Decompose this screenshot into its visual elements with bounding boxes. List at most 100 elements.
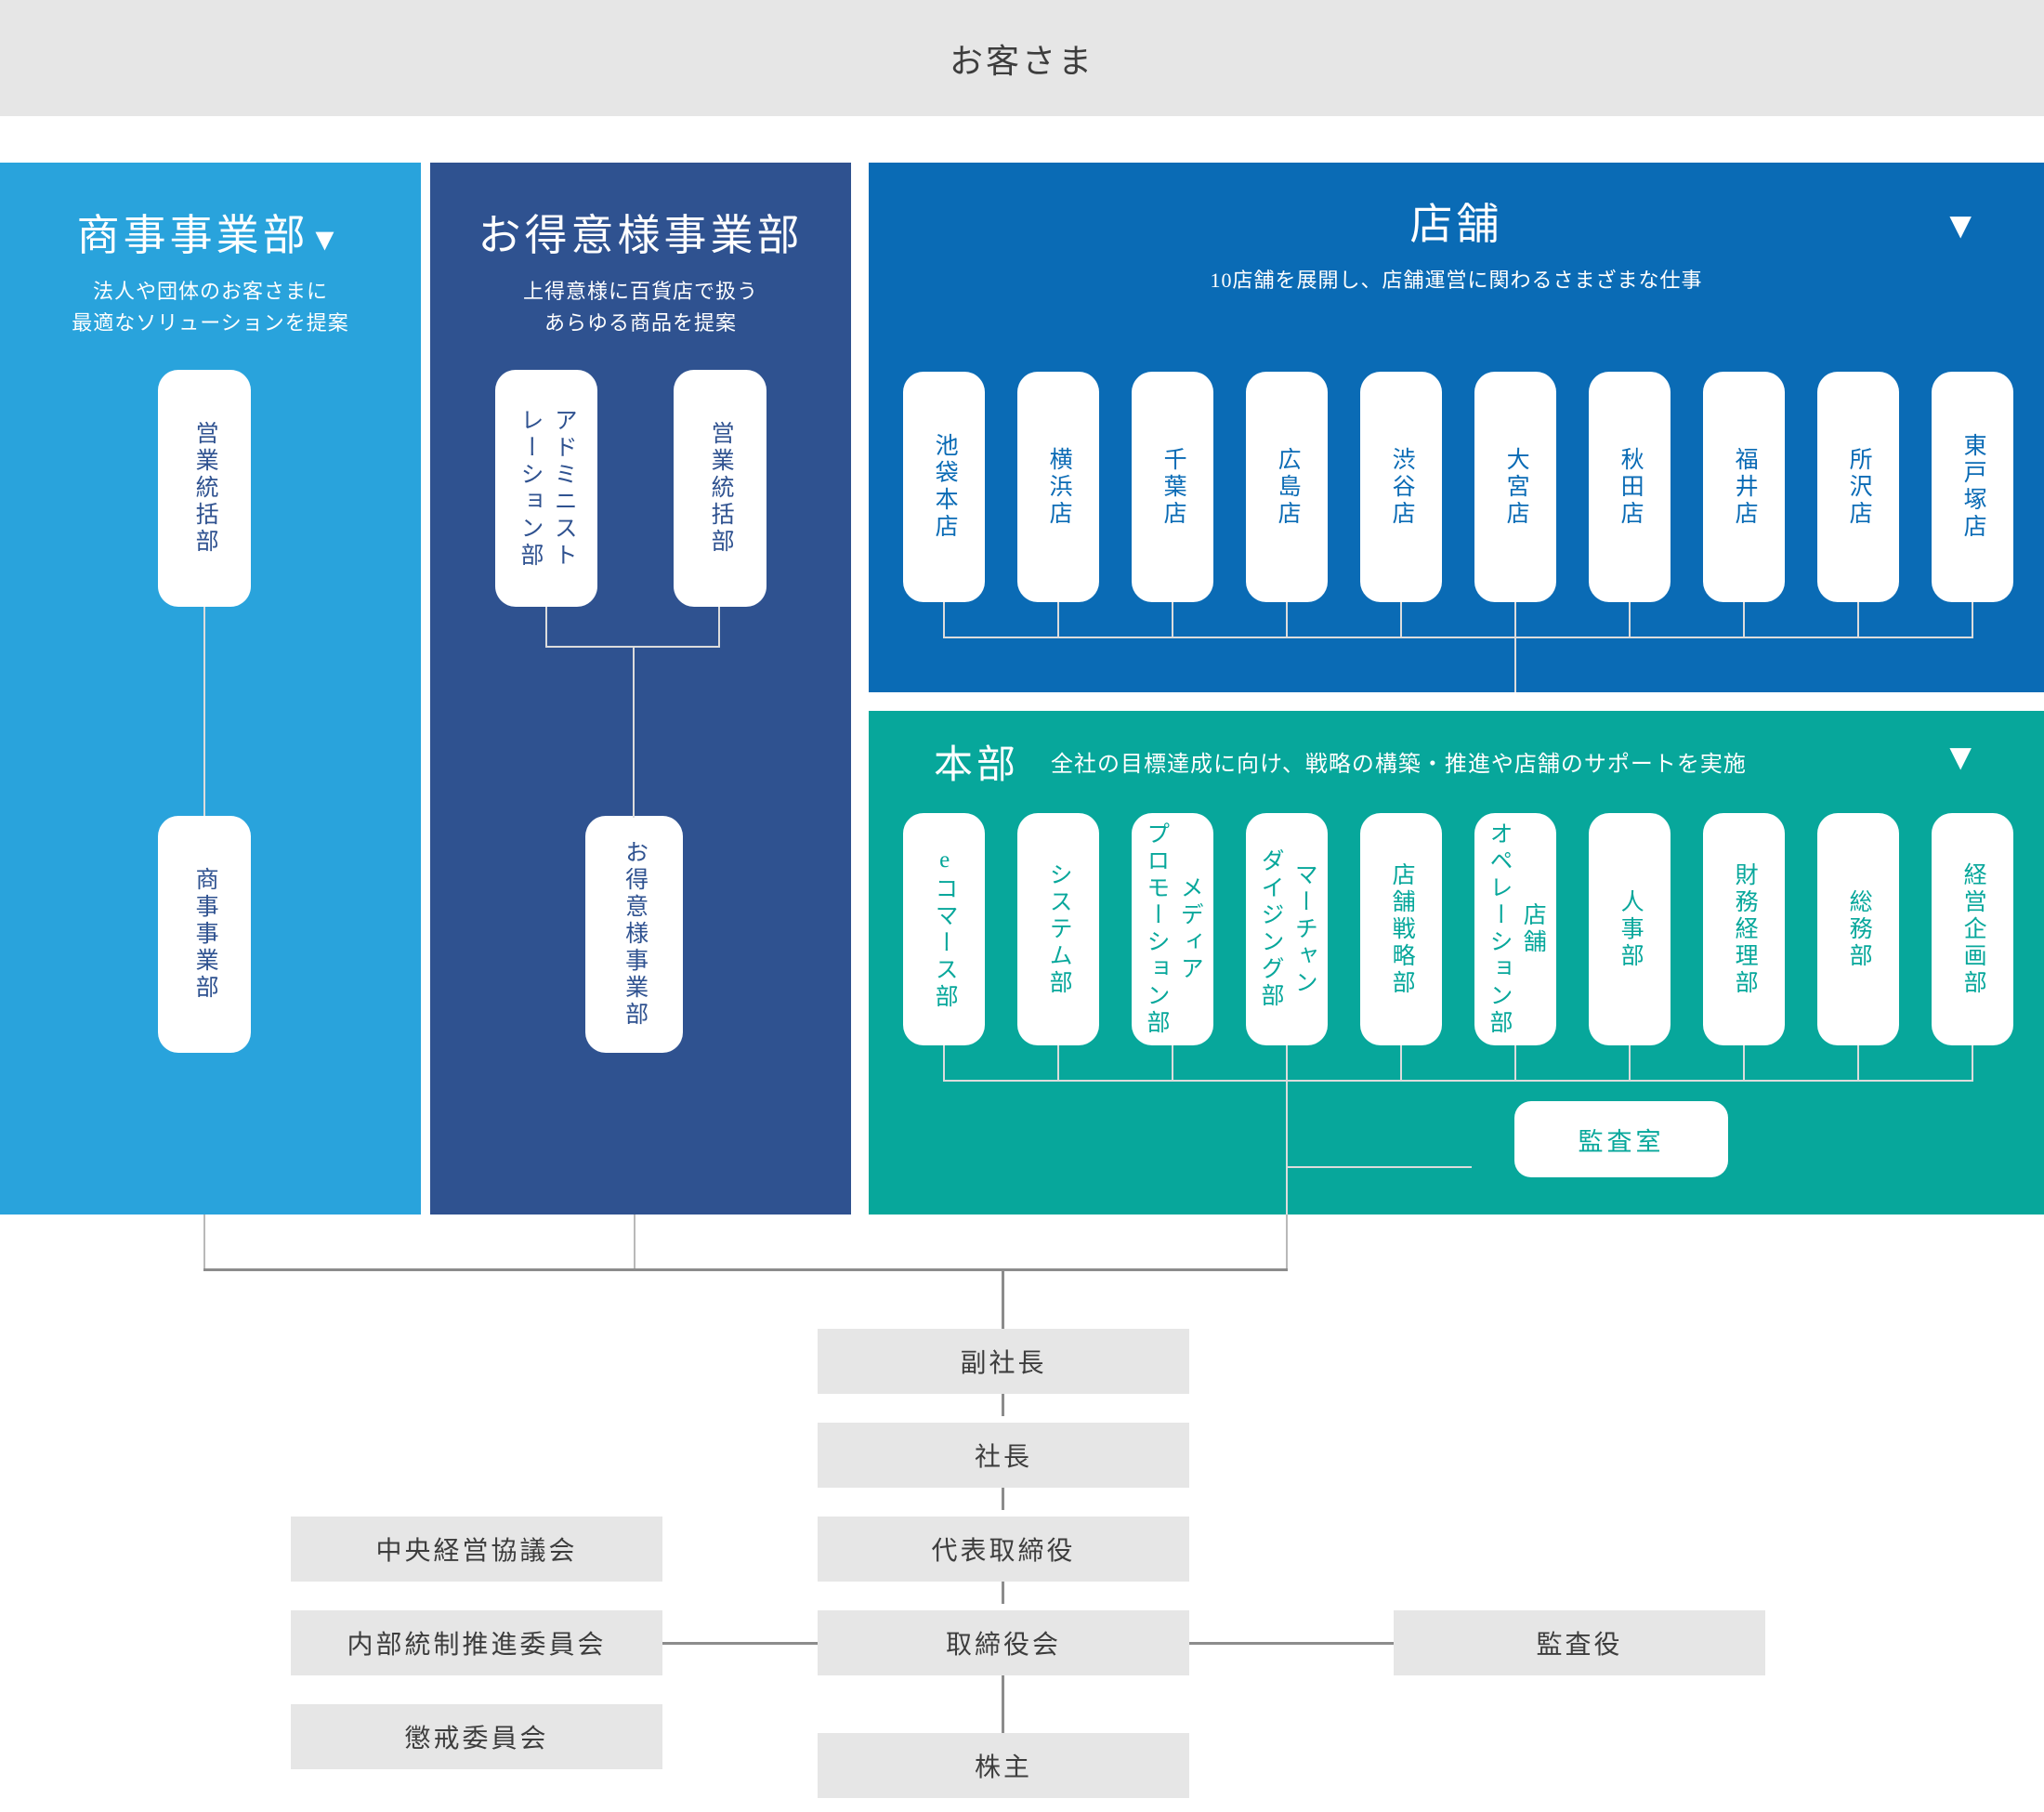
honbu-title: 本部 <box>934 744 1020 787</box>
connector-honbu-drop <box>1286 1215 1288 1270</box>
honbu-header: 本部 全社の目標達成に向け、戦略の構築・推進や店舗のサポートを実施 ▼ <box>869 733 2044 790</box>
department-card[interactable]: eコマース部 <box>903 813 985 1045</box>
connector-main-bus <box>203 1268 1288 1271</box>
box-central-management-council[interactable]: 中央経営協議会 <box>291 1517 662 1582</box>
shoji-header: 商事事業部▼ 法人や団体のお客さまに 最適なソリューションを提案 <box>0 202 421 339</box>
connector-store-stem <box>1057 602 1059 637</box>
tenpo-header: 店舗 10店舗を展開し、店舗運営に関わるさまざまな仕事 ▼ <box>869 190 2044 296</box>
otokui-title: お得意様事業部 <box>478 212 804 259</box>
connector-department-stem <box>1972 1045 1973 1081</box>
store-card[interactable]: 秋田店 <box>1589 372 1671 602</box>
connector-store-stem <box>1514 602 1516 637</box>
panel-honbu-headquarters: 本部 全社の目標達成に向け、戦略の構築・推進や店舗のサポートを実施 ▼ eコマー… <box>869 711 2044 1215</box>
box-vice-president-label: 副社長 <box>960 1349 1047 1378</box>
department-label: メディア プロモーション部 <box>1144 821 1203 1037</box>
connector-store-stem <box>943 602 945 637</box>
box-president[interactable]: 社長 <box>818 1423 1189 1488</box>
otokui-subtitle: 上得意様に百貨店で扱う あらゆる商品を提案 <box>430 276 851 339</box>
connector-department-stem <box>1057 1045 1059 1081</box>
box-internal-control-committee-label: 内部統制推進委員会 <box>347 1631 607 1660</box>
connector-shoji-vertical <box>203 607 205 816</box>
box-president-label: 社長 <box>974 1443 1032 1472</box>
connector-department-stem <box>1629 1045 1631 1081</box>
honbu-subtitle: 全社の目標達成に向け、戦略の構築・推進や店舗のサポートを実施 <box>1051 753 1747 777</box>
store-card[interactable]: 東戸塚店 <box>1932 372 2013 602</box>
connector-otokui-drop <box>634 1215 635 1270</box>
connector-store-bus <box>943 637 1973 638</box>
department-label: 店舗 オペレーション部 <box>1487 821 1546 1037</box>
connector-store-stem <box>1286 602 1288 637</box>
box-central-management-council-label: 中央経営協議会 <box>375 1537 578 1566</box>
otokui-header: お得意様事業部 上得意様に百貨店で扱う あらゆる商品を提案 <box>430 202 851 339</box>
connector-board-to-shareholders <box>1002 1675 1004 1733</box>
box-vice-president[interactable]: 副社長 <box>818 1329 1189 1394</box>
connector-shoji-drop <box>203 1215 205 1270</box>
shoji-title-row: 商事事業部▼ <box>0 202 421 263</box>
shoji-subtitle-line1: 法人や団体のお客さまに <box>92 280 328 303</box>
connector-audit-vertical <box>1286 1080 1288 1215</box>
department-card[interactable]: 店舗戦略部 <box>1360 813 1442 1045</box>
card-shoji-division[interactable]: 商事事業部 <box>158 816 251 1053</box>
box-shareholders[interactable]: 株主 <box>818 1733 1189 1798</box>
store-card[interactable]: 大宮店 <box>1474 372 1556 602</box>
store-card[interactable]: 所沢店 <box>1817 372 1899 602</box>
connector-department-stem <box>1514 1045 1516 1081</box>
connector-store-stem <box>1743 602 1745 637</box>
connector-store-stem <box>1172 602 1173 637</box>
store-label: 東戸塚店 <box>1960 433 1986 541</box>
department-label: 人事部 <box>1618 888 1644 970</box>
store-card[interactable]: 福井店 <box>1703 372 1785 602</box>
card-otokui-administration-label: アドミニスト レーション部 <box>518 407 577 570</box>
store-card[interactable]: 横浜店 <box>1017 372 1099 602</box>
store-label: 所沢店 <box>1846 446 1872 528</box>
store-card[interactable]: 広島店 <box>1246 372 1328 602</box>
store-label: 渋谷店 <box>1389 446 1415 528</box>
card-audit-room-visible[interactable]: 監査室 <box>1514 1101 1728 1177</box>
department-card[interactable]: マーチャン ダイジング部 <box>1246 813 1328 1045</box>
department-card[interactable]: 人事部 <box>1589 813 1671 1045</box>
box-auditor[interactable]: 監査役 <box>1394 1610 1765 1675</box>
box-representative-director[interactable]: 代表取締役 <box>818 1517 1189 1582</box>
department-label: eコマース部 <box>932 847 958 1011</box>
store-label: 福井店 <box>1732 446 1758 528</box>
box-representative-director-label: 代表取締役 <box>931 1537 1076 1566</box>
store-label: 広島店 <box>1275 446 1301 528</box>
department-card[interactable]: 総務部 <box>1817 813 1899 1045</box>
connector-department-stem <box>943 1045 945 1081</box>
department-label: 経営企画部 <box>1960 861 1986 997</box>
department-card[interactable]: 店舗 オペレーション部 <box>1474 813 1556 1045</box>
otokui-subtitle-line2: あらゆる商品を提案 <box>544 311 737 335</box>
panel-tenpo-stores: 店舗 10店舗を展開し、店舗運営に関わるさまざまな仕事 ▼ 池袋本店 横浜店 千… <box>869 163 2044 692</box>
chevron-down-icon: ▼ <box>308 223 345 257</box>
shoji-title: 商事事業部 <box>76 212 309 259</box>
tenpo-subtitle: 10店舗を展開し、店舗運営に関わるさまざまな仕事 <box>1210 269 1703 292</box>
connector-department-stem <box>1400 1045 1402 1081</box>
card-otokui-division[interactable]: お得意様事業部 <box>585 816 683 1053</box>
department-card[interactable]: 経営企画部 <box>1932 813 2013 1045</box>
connector-bus-to-vicepresident <box>1002 1268 1004 1329</box>
store-label: 大宮店 <box>1503 446 1529 528</box>
connector-department-bus <box>943 1080 1973 1082</box>
card-shoji-sales-hq[interactable]: 営業統括部 <box>158 370 251 607</box>
box-disciplinary-committee[interactable]: 懲戒委員会 <box>291 1704 662 1769</box>
department-label: 店舗戦略部 <box>1389 861 1415 997</box>
connector-store-stem <box>1857 602 1859 637</box>
connector-department-stem <box>1743 1045 1745 1081</box>
box-internal-control-committee[interactable]: 内部統制推進委員会 <box>291 1610 662 1675</box>
department-label: システム部 <box>1046 861 1072 997</box>
box-board-of-directors[interactable]: 取締役会 <box>818 1610 1189 1675</box>
card-otokui-sales-hq[interactable]: 営業統括部 <box>674 370 766 607</box>
tenpo-title: 店舗 <box>1409 201 1503 248</box>
department-card[interactable]: メディア プロモーション部 <box>1132 813 1213 1045</box>
panel-shoji-division: 商事事業部▼ 法人や団体のお客さまに 最適なソリューションを提案 営業統括部 商… <box>0 163 421 1215</box>
department-card[interactable]: 財務経理部 <box>1703 813 1785 1045</box>
connector-otokui-stem-sales <box>718 607 720 648</box>
connector-president-to-ceo <box>1002 1488 1004 1510</box>
chevron-down-icon: ▼ <box>1942 204 1979 246</box>
department-card[interactable]: システム部 <box>1017 813 1099 1045</box>
box-board-of-directors-label: 取締役会 <box>945 1631 1061 1660</box>
card-otokui-administration[interactable]: アドミニスト レーション部 <box>495 370 597 607</box>
store-card[interactable]: 池袋本店 <box>903 372 985 602</box>
store-card[interactable]: 千葉店 <box>1132 372 1213 602</box>
store-card[interactable]: 渋谷店 <box>1360 372 1442 602</box>
